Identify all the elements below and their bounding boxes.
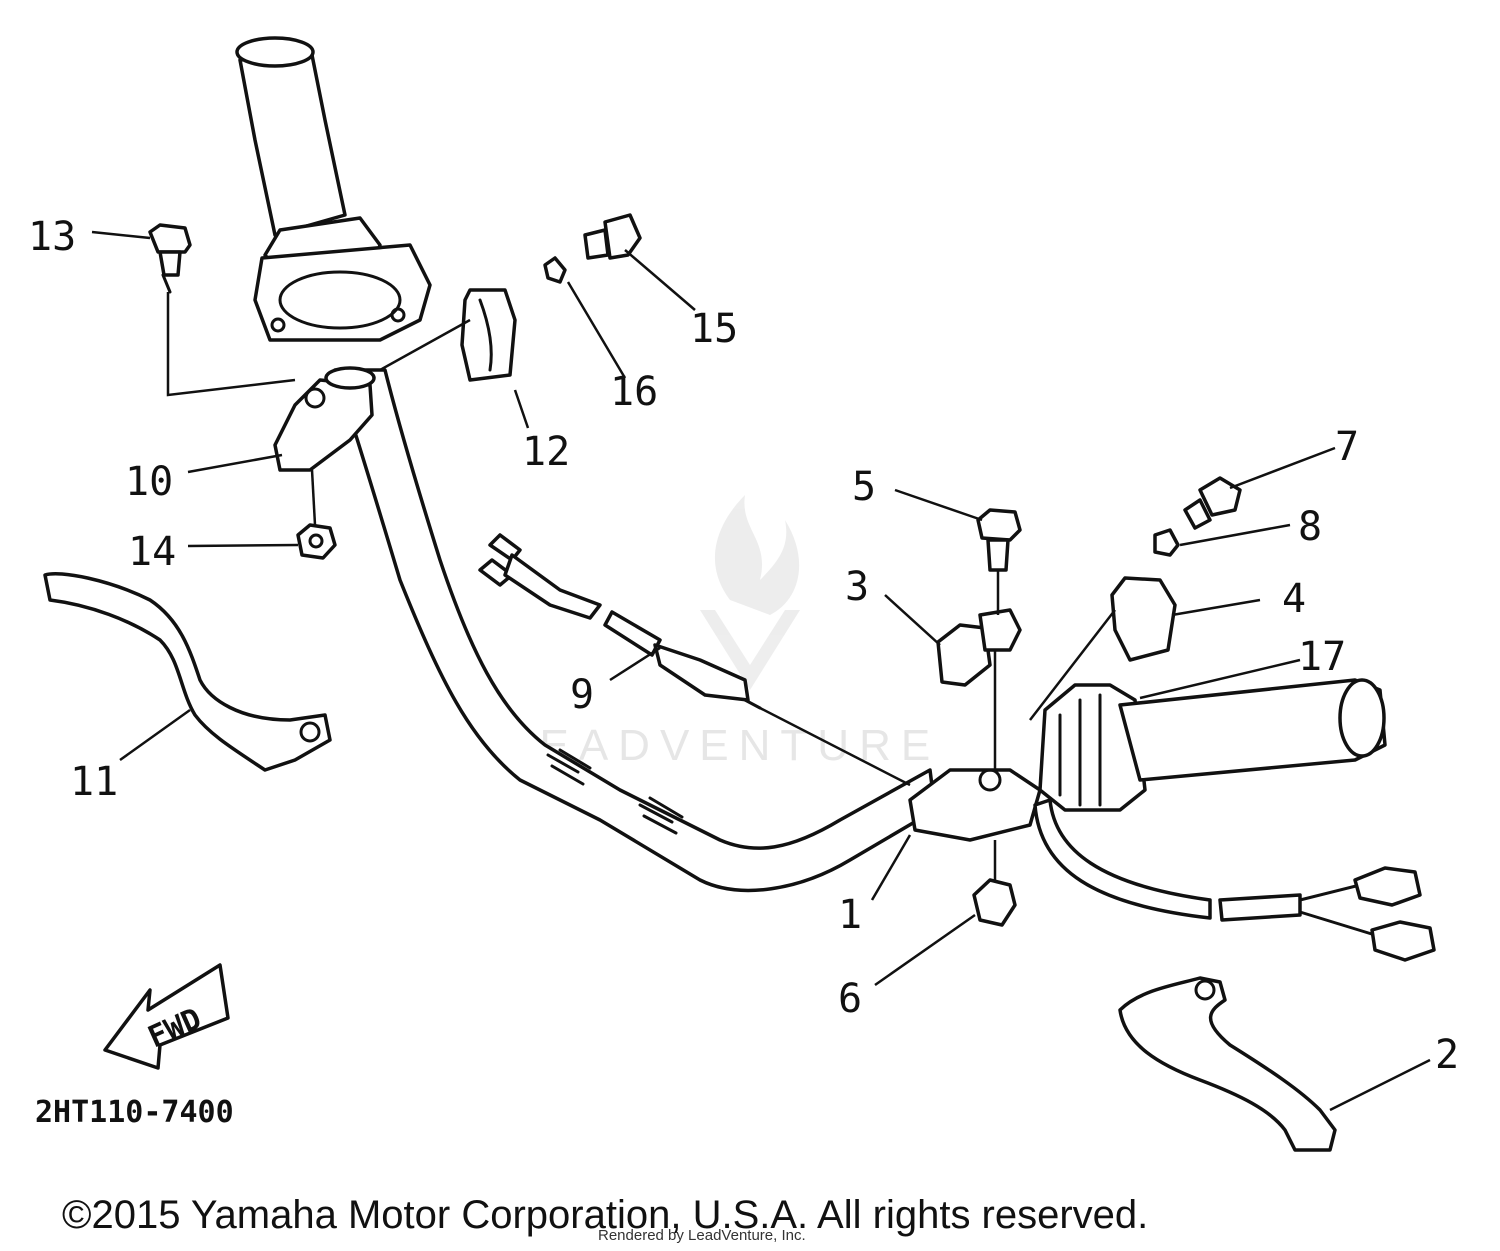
label-12: 12 <box>522 429 570 475</box>
label-3: 3 <box>845 564 869 610</box>
part-12-clamp <box>460 288 517 382</box>
part-16-washer <box>543 256 567 284</box>
label-6: 6 <box>838 976 862 1022</box>
label-8: 8 <box>1298 504 1322 550</box>
assembly-lines <box>166 292 1116 880</box>
part-14-nut <box>296 523 337 560</box>
wiring-harness <box>1033 798 1436 962</box>
diagram-code: 2HT110-7400 <box>35 1095 234 1130</box>
part-1-housing <box>908 608 1042 842</box>
part-2-lever <box>1118 976 1337 1152</box>
rendered-by-text: Rendered by LeadVenture, Inc. <box>598 1227 806 1244</box>
label-2: 2 <box>1435 1032 1459 1078</box>
part-13-bolt <box>148 223 192 294</box>
part-15-screw <box>583 213 642 260</box>
copyright-text: ©2015 Yamaha Motor Corporation, U.S.A. A… <box>62 1193 1148 1237</box>
forward-arrow: FWD <box>103 963 230 1070</box>
part-17-grip <box>1038 678 1387 812</box>
part-6-nut <box>972 878 1017 927</box>
label-14: 14 <box>128 529 176 575</box>
label-13: 13 <box>28 214 76 260</box>
part-5-bolt <box>976 508 1022 572</box>
label-15: 15 <box>690 306 738 352</box>
throttle-grip <box>235 36 432 342</box>
part-10-holder <box>273 366 376 472</box>
part-4-clamp <box>1110 576 1177 662</box>
label-9: 9 <box>570 672 594 718</box>
part-8-washer <box>1153 528 1180 557</box>
watermark-logo <box>700 495 800 690</box>
label-leaders <box>91 230 1431 1112</box>
label-11: 11 <box>70 759 118 805</box>
part-3-switch <box>936 623 992 687</box>
part-labels: 13 10 14 11 12 16 15 9 5 3 1 6 7 8 4 17 … <box>28 214 1459 1078</box>
label-5: 5 <box>852 464 876 510</box>
label-10: 10 <box>125 459 173 505</box>
label-4: 4 <box>1282 576 1306 622</box>
label-16: 16 <box>610 369 658 415</box>
part-11-lever <box>43 571 332 772</box>
label-1: 1 <box>838 892 862 938</box>
part-9-cable <box>478 533 762 710</box>
part-7-screw <box>1183 476 1242 530</box>
label-7: 7 <box>1335 424 1359 470</box>
label-17: 17 <box>1298 634 1346 680</box>
